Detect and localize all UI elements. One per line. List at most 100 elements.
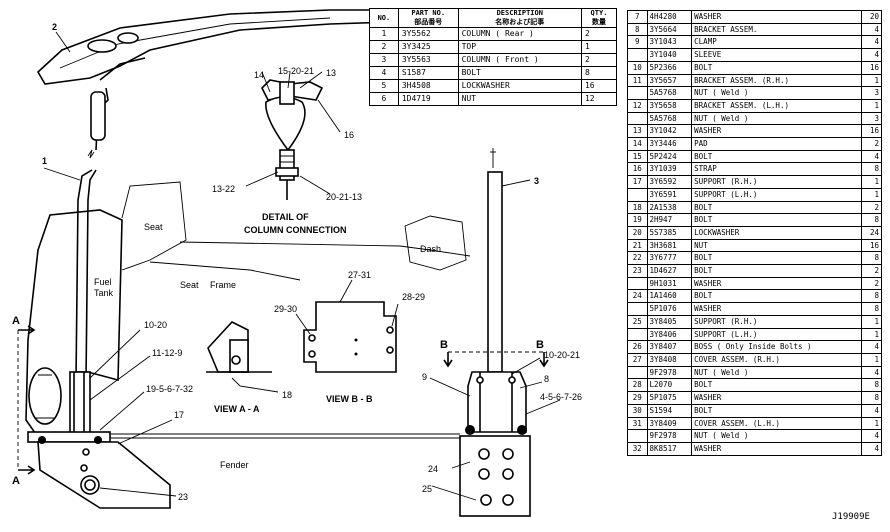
cell-desc: NUT ( Weld )	[691, 111, 863, 126]
cell-no: 27	[627, 352, 648, 367]
cell-desc: BRACKET ASSEM. (R.H.)	[691, 73, 863, 88]
callout-2: 2	[52, 22, 57, 32]
cell-part: 2A1538	[646, 200, 693, 215]
cell-part: 3Y3446	[646, 137, 693, 151]
cell-part: 3Y6777	[646, 251, 693, 266]
cell-desc: COVER ASSEM. (L.H.)	[691, 416, 863, 431]
cell-desc: PAD	[691, 137, 863, 151]
callout-13: 13	[326, 68, 336, 78]
cell-part: S1594	[646, 403, 693, 418]
cell-desc: BOLT	[691, 213, 863, 227]
cell-part: 3Y8409	[646, 416, 693, 431]
table-row: 5A5768 NUT ( Weld )3	[627, 86, 882, 100]
cell-part: 3Y1040	[646, 48, 693, 62]
cell-no	[627, 365, 648, 380]
cell-qty: 4	[861, 22, 882, 37]
callout-3: 3	[534, 176, 539, 186]
callout-29-30: 29-30	[274, 304, 297, 314]
cell-desc: SUPPORT (R.H.)	[691, 175, 863, 189]
cell-no: 15	[627, 149, 648, 164]
cell-qty: 8	[861, 213, 882, 227]
cell-desc: BOLT	[691, 60, 863, 75]
cell-qty: 2	[861, 264, 882, 278]
cell-desc: BOSS ( Only Inside Bolts )	[691, 340, 863, 354]
fender-label: Fender	[220, 460, 249, 470]
cell-desc: SUPPORT (L.H.)	[691, 187, 863, 202]
cell-no: 6	[369, 92, 399, 106]
cell-no: 11	[627, 73, 648, 88]
cell-desc: BOLT	[691, 149, 863, 164]
callout-23: 23	[178, 492, 188, 502]
cell-desc: WASHER	[691, 10, 863, 24]
callout-20-21-13: 20-21-13	[326, 192, 362, 202]
callout-10-20: 10-20	[144, 320, 167, 330]
cell-no: 23	[627, 264, 648, 278]
callout-19-5-6-7-32: 19-5-6-7-32	[146, 384, 193, 394]
cell-desc: BRACKET ASSEM. (L.H.)	[691, 98, 863, 113]
cell-no: 7	[627, 10, 648, 24]
table-row: 9F2978 NUT ( Weld )4	[627, 429, 882, 443]
cell-desc: BOLT	[691, 289, 863, 304]
cell-desc: WASHER	[691, 302, 863, 316]
view-a-a-title: VIEW A - A	[214, 404, 260, 414]
cell-part: 5P1076	[646, 302, 693, 316]
cell-part: 3Y1039	[646, 162, 693, 177]
cell-qty: 8	[580, 66, 618, 80]
cell-no: 1	[369, 27, 399, 41]
cell-no: 10	[627, 60, 648, 75]
cell-no: 4	[369, 66, 399, 80]
header-qty: QTY.数量	[580, 8, 618, 28]
cell-desc: TOP	[457, 40, 582, 54]
cell-no	[627, 302, 648, 316]
cell-part: 5A5768	[646, 111, 693, 126]
cell-part: L2070	[646, 378, 693, 393]
cell-part: 3Y6592	[646, 175, 693, 189]
cell-qty: 4	[861, 441, 882, 456]
cell-qty: 1	[861, 187, 882, 202]
cell-qty: 12	[580, 92, 618, 106]
cell-no: 21	[627, 238, 648, 253]
cell-no: 16	[627, 162, 648, 177]
cell-qty: 2	[580, 27, 618, 41]
cell-qty: 1	[861, 314, 882, 329]
cell-no: 22	[627, 251, 648, 266]
cell-qty: 8	[861, 302, 882, 316]
cell-qty: 3	[861, 111, 882, 126]
cell-desc: BOLT	[691, 200, 863, 215]
cell-desc: BOLT	[457, 66, 582, 80]
cell-no: 32	[627, 441, 648, 456]
callout-4-5-6-7-26: 4-5-6-7-26	[540, 392, 582, 402]
cell-desc: LOCKWASHER	[691, 225, 863, 240]
callout-11-12-9: 11-12-9	[152, 348, 182, 358]
cell-no	[627, 111, 648, 126]
cell-desc: NUT	[691, 238, 863, 253]
cell-desc: BRACKET ASSEM.	[691, 22, 863, 37]
callout-1: 1	[42, 156, 47, 166]
table-row: 9F2978 NUT ( Weld )4	[627, 365, 882, 380]
cell-part: 1A1460	[646, 289, 693, 304]
cell-qty: 16	[861, 60, 882, 75]
cell-no: 19	[627, 213, 648, 227]
cell-qty: 8	[861, 251, 882, 266]
cell-qty: 1	[861, 327, 882, 342]
